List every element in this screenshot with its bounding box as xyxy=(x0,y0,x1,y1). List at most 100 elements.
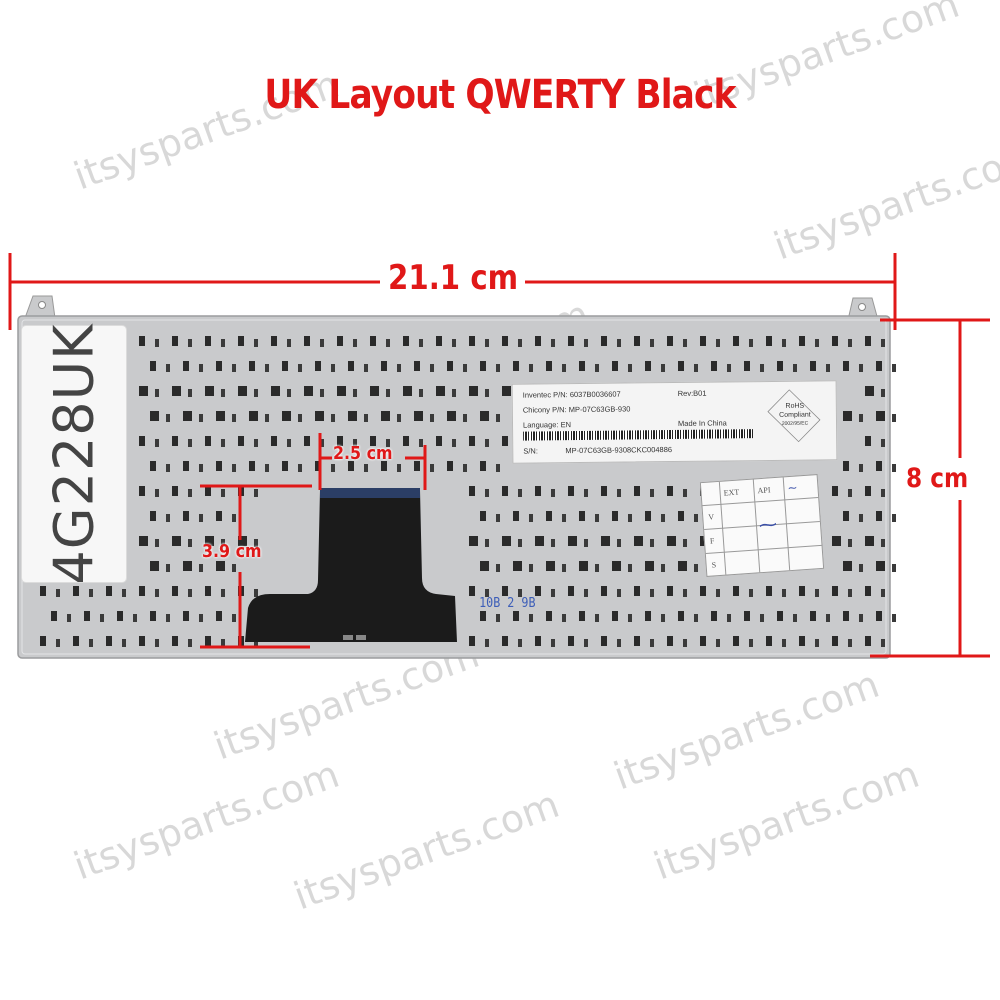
key-clip xyxy=(254,589,258,597)
key-clip xyxy=(881,639,885,647)
key-clip xyxy=(172,336,178,346)
key-clip xyxy=(364,464,368,472)
connector-width-label: 2.5 cm xyxy=(333,443,393,464)
key-clip xyxy=(661,614,665,622)
key-clip xyxy=(815,639,819,647)
key-clip xyxy=(881,389,885,397)
key-clip xyxy=(282,411,291,421)
key-clip xyxy=(348,461,354,471)
key-clip xyxy=(579,361,585,371)
key-clip xyxy=(584,589,588,597)
key-clip xyxy=(205,436,211,446)
key-clip xyxy=(452,389,456,397)
key-clip xyxy=(667,536,676,546)
key-clip xyxy=(139,336,145,346)
label-made-in: Made In China xyxy=(677,418,727,428)
key-clip xyxy=(331,364,335,372)
key-clip xyxy=(513,361,519,371)
key-clip xyxy=(546,611,552,621)
key-clip xyxy=(595,514,599,522)
key-clip xyxy=(469,536,478,546)
key-clip xyxy=(502,586,508,596)
key-clip xyxy=(716,339,720,347)
key-clip xyxy=(832,636,838,646)
key-clip xyxy=(205,536,214,546)
key-clip xyxy=(551,589,555,597)
key-clip xyxy=(881,589,885,597)
key-clip xyxy=(568,586,574,596)
qc-header-1: EXT xyxy=(723,487,740,498)
key-clip xyxy=(546,561,555,571)
key-clip xyxy=(282,361,288,371)
key-clip xyxy=(815,589,819,597)
key-clip xyxy=(480,361,486,371)
key-clip xyxy=(749,589,753,597)
key-clip xyxy=(364,414,368,422)
key-clip xyxy=(452,439,456,447)
key-clip xyxy=(694,564,698,572)
key-clip xyxy=(150,461,156,471)
key-clip xyxy=(667,586,673,596)
key-clip xyxy=(282,461,288,471)
key-clip xyxy=(397,364,401,372)
key-clip xyxy=(447,361,453,371)
key-clip xyxy=(650,539,654,547)
key-clip xyxy=(634,636,640,646)
key-clip xyxy=(397,464,401,472)
key-clip xyxy=(700,636,706,646)
key-clip xyxy=(562,614,566,622)
key-clip xyxy=(485,339,489,347)
key-clip xyxy=(254,639,258,647)
key-clip xyxy=(535,536,544,546)
key-clip xyxy=(254,539,258,547)
key-clip xyxy=(73,636,79,646)
key-clip xyxy=(843,561,852,571)
key-clip xyxy=(865,336,871,346)
label-rev: Rev:B01 xyxy=(677,388,707,398)
key-clip xyxy=(331,464,335,472)
label-serial: MP-07C63GB-9308CKC004886 xyxy=(565,445,673,456)
key-clip xyxy=(579,561,588,571)
key-clip xyxy=(865,636,871,646)
key-clip xyxy=(601,336,607,346)
key-clip xyxy=(315,461,321,471)
key-clip xyxy=(221,589,225,597)
key-clip xyxy=(562,514,566,522)
key-clip xyxy=(205,486,211,496)
key-clip xyxy=(650,489,654,497)
key-clip xyxy=(716,589,720,597)
key-clip xyxy=(397,414,401,422)
qc-row-3: S xyxy=(711,560,717,570)
key-clip xyxy=(859,514,863,522)
key-clip xyxy=(744,361,750,371)
key-clip xyxy=(40,636,46,646)
key-clip xyxy=(551,639,555,647)
key-clip xyxy=(513,611,519,621)
key-clip xyxy=(601,536,610,546)
key-clip xyxy=(183,561,192,571)
key-clip xyxy=(678,561,687,571)
key-clip xyxy=(122,589,126,597)
key-clip xyxy=(414,411,423,421)
key-clip xyxy=(859,464,863,472)
key-clip xyxy=(304,386,313,396)
key-clip xyxy=(216,361,222,371)
key-clip xyxy=(678,511,684,521)
key-clip xyxy=(155,539,159,547)
key-clip xyxy=(843,411,852,421)
qc-header-2: API xyxy=(757,485,771,496)
key-clip xyxy=(815,339,819,347)
key-clip xyxy=(183,361,189,371)
key-clip xyxy=(320,339,324,347)
key-clip xyxy=(205,586,211,596)
key-clip xyxy=(502,386,511,396)
key-clip xyxy=(612,611,618,621)
key-clip xyxy=(271,436,277,446)
key-clip xyxy=(298,464,302,472)
key-clip xyxy=(232,564,236,572)
key-clip xyxy=(469,336,475,346)
key-clip xyxy=(287,439,291,447)
key-clip xyxy=(678,611,684,621)
key-clip xyxy=(381,361,387,371)
key-clip xyxy=(832,336,838,346)
